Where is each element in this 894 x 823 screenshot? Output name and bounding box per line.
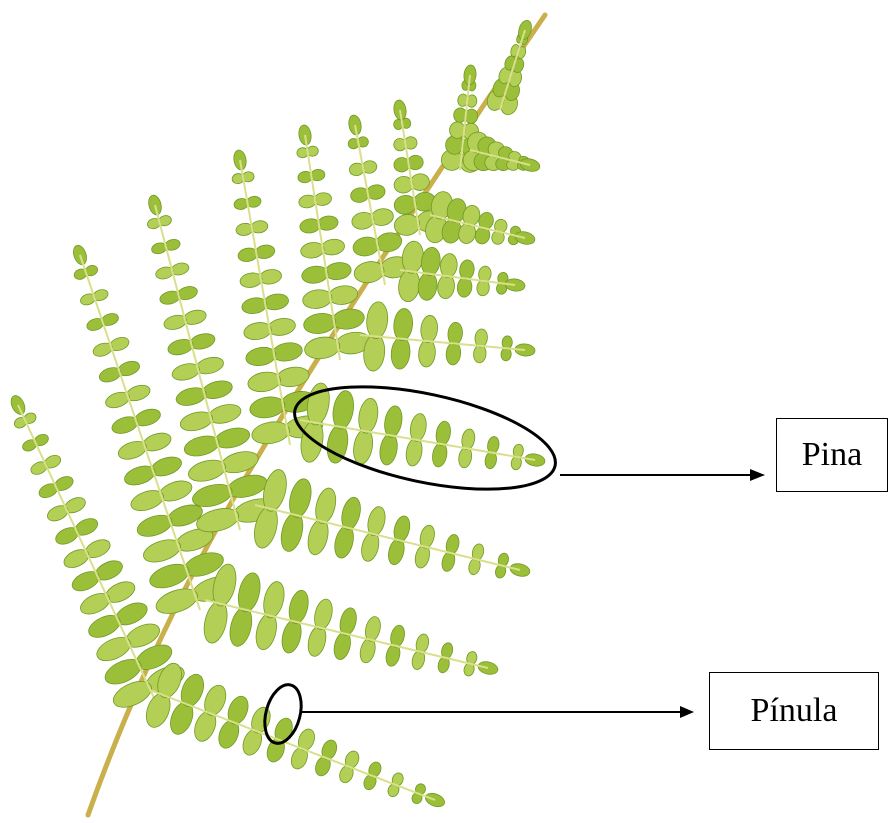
- pinna-midrib: [150, 690, 435, 800]
- pinnule-leaflet: [417, 339, 436, 368]
- pina-label: Pina: [776, 418, 888, 492]
- pinnule-leaflet: [330, 389, 356, 431]
- pinula-arrowhead-icon: [680, 706, 694, 718]
- pinnule-leaflet: [382, 405, 404, 439]
- pina-highlight-ellipse: [286, 367, 564, 508]
- fern-frond-illustration: [8, 15, 546, 815]
- pinnule-leaflet: [365, 301, 389, 340]
- pinnule-leaflet: [250, 419, 291, 446]
- pinnule-leaflet: [390, 336, 411, 370]
- pinnule-leaflet: [447, 322, 463, 346]
- pinnule-leaflet: [392, 308, 413, 342]
- pinnule-leaflet: [378, 432, 400, 466]
- pinula-label: Pínula: [709, 672, 879, 750]
- pinnule-leaflet: [351, 428, 375, 466]
- pinnule-leaflet: [445, 342, 461, 366]
- pinnule-leaflet: [303, 335, 341, 361]
- pinnule-leaflet: [356, 397, 380, 435]
- pinna-midrib: [355, 125, 385, 285]
- pina-arrowhead-icon: [750, 469, 765, 481]
- pinnule-leaflet: [420, 315, 439, 344]
